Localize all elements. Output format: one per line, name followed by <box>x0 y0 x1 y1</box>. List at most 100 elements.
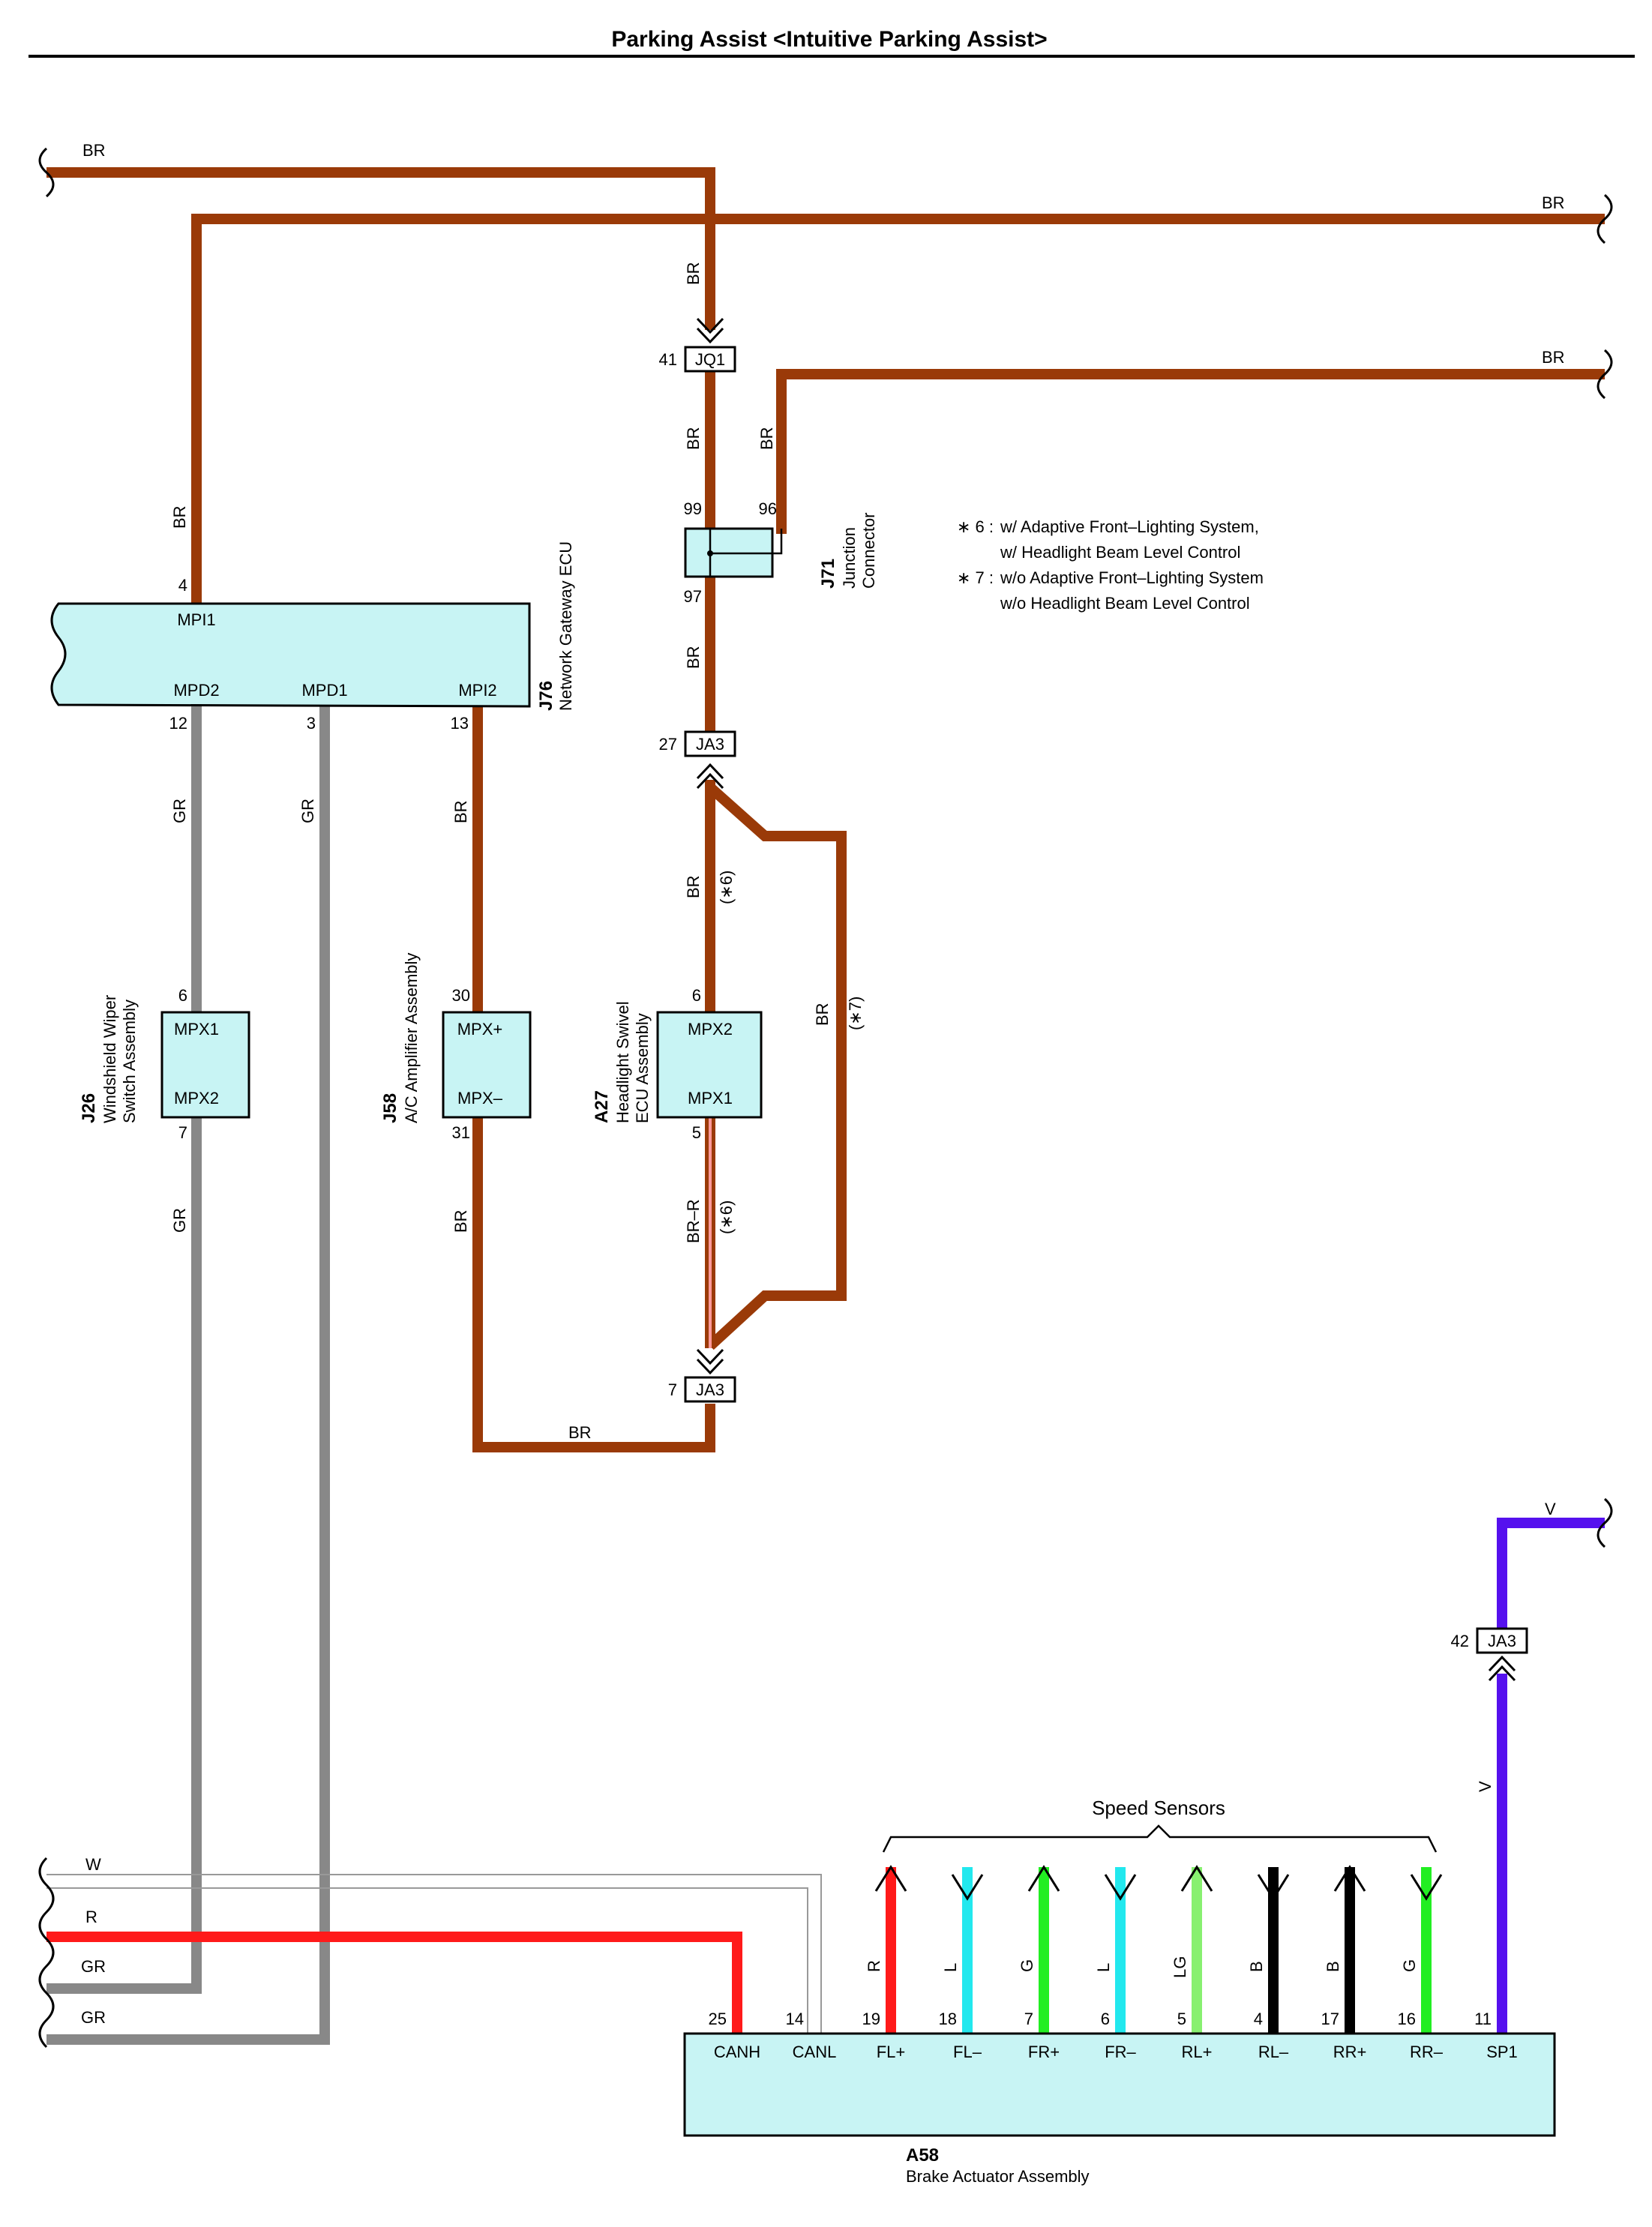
svg-text:GR: GR <box>298 799 317 823</box>
svg-text:BR: BR <box>757 427 776 450</box>
a58-pin-name: RR– <box>1410 2043 1444 2061</box>
arrow-down-icon <box>1257 1874 1290 1901</box>
svg-text:6: 6 <box>178 986 187 1005</box>
a58-pin-number: 6 <box>1101 2010 1110 2028</box>
note-7-mark: ∗ 7 : <box>957 568 994 587</box>
svg-text:MPX+: MPX+ <box>457 1020 503 1039</box>
a58-pin-number: 4 <box>1254 2010 1263 2028</box>
svg-text:J26: J26 <box>79 1093 99 1123</box>
network-gateway-ecu-j76: MPI1 MPD2 MPD1 MPI2 4 12 3 13 J76 Networ… <box>50 541 575 733</box>
svg-text:V: V <box>1545 1500 1556 1518</box>
svg-text:MPX–: MPX– <box>457 1089 503 1108</box>
speed-sensor-arrows <box>874 1865 1443 1901</box>
svg-text:JA3: JA3 <box>696 735 724 754</box>
svg-text:30: 30 <box>452 986 470 1005</box>
wire-r <box>46 1932 742 2034</box>
svg-text:BR: BR <box>1542 348 1565 367</box>
a58-pin-number: 14 <box>786 2010 804 2028</box>
svg-text:B: B <box>1324 1961 1342 1972</box>
svg-text:JA3: JA3 <box>696 1380 724 1399</box>
svg-text:13: 13 <box>451 714 469 733</box>
svg-text:42: 42 <box>1451 1632 1469 1650</box>
a58-pin-name: FR+ <box>1028 2043 1060 2061</box>
arrow-up-icon <box>1180 1865 1213 1892</box>
svg-text:G: G <box>1018 1959 1036 1972</box>
svg-text:LG: LG <box>1171 1956 1189 1978</box>
note-6-line1: w/ Adaptive Front–Lighting System, <box>1000 517 1259 536</box>
chevron-down-icon <box>696 1358 724 1375</box>
svg-text:7: 7 <box>178 1123 187 1142</box>
a58-pin-number: 18 <box>939 2010 957 2028</box>
a58-pin-name: CANL <box>793 2043 837 2061</box>
svg-text:BR: BR <box>813 1003 832 1026</box>
chevron-down-icon <box>696 327 724 344</box>
svg-text:BR: BR <box>1542 193 1565 212</box>
wire-v <box>1497 1518 1605 1636</box>
chevron-up-icon <box>1488 1665 1516 1682</box>
svg-text:J58: J58 <box>380 1093 400 1123</box>
svg-text:L: L <box>1094 1963 1113 1972</box>
chevron-down-icon <box>696 317 724 334</box>
svg-text:7: 7 <box>668 1380 677 1399</box>
svg-text:J76: J76 <box>536 681 556 711</box>
svg-text:R: R <box>865 1960 883 1972</box>
svg-text:Headlight Swivel: Headlight Swivel <box>613 1001 632 1123</box>
svg-text:MPX1: MPX1 <box>174 1020 219 1039</box>
svg-text:BR: BR <box>684 427 703 450</box>
svg-text:Junction: Junction <box>840 527 859 589</box>
wire-w <box>46 1874 822 2034</box>
svg-text:27: 27 <box>659 735 677 754</box>
connector-jq1: JQ1 41 <box>659 346 736 373</box>
a58-pin-name: RL– <box>1258 2043 1289 2061</box>
svg-text:MPI1: MPI1 <box>177 610 215 629</box>
page-title: Parking Assist <Intuitive Parking Assist… <box>611 27 1047 52</box>
svg-text:BR: BR <box>451 1209 470 1233</box>
chevron-up-icon <box>1488 1655 1516 1672</box>
svg-text:31: 31 <box>452 1123 470 1142</box>
svg-text:97: 97 <box>684 587 702 606</box>
svg-text:L: L <box>941 1963 960 1972</box>
connector-ja3-bottom: JA3 7 <box>668 1376 736 1403</box>
speed-sensor-wires <box>886 1867 1432 2034</box>
svg-text:MPX2: MPX2 <box>688 1020 733 1039</box>
svg-text:Connector: Connector <box>859 512 878 589</box>
a58-pin-number: 19 <box>862 2010 880 2028</box>
connector-ja3-top: JA3 27 <box>659 730 736 757</box>
a58-pin-name: FL+ <box>877 2043 906 2061</box>
svg-text:(∗6): (∗6) <box>717 871 736 904</box>
svg-text:J71: J71 <box>818 559 838 589</box>
a58-pin-number: 7 <box>1024 2010 1033 2028</box>
svg-text:41: 41 <box>659 350 677 369</box>
arrow-up-icon <box>1027 1865 1060 1892</box>
svg-text:GR: GR <box>81 2008 106 2027</box>
svg-text:12: 12 <box>169 714 187 733</box>
speed-sensors-brace <box>882 1824 1438 1853</box>
notes: ∗ 6 : w/ Adaptive Front–Lighting System,… <box>957 517 1264 613</box>
svg-text:A/C Amplifier Assembly: A/C Amplifier Assembly <box>402 953 421 1123</box>
ac-amplifier-j58: MPX+ MPX– 30 31 J58 A/C Amplifier Assemb… <box>380 953 532 1142</box>
chevron-down-icon <box>696 1348 724 1365</box>
svg-text:JA3: JA3 <box>1488 1632 1516 1650</box>
svg-text:Windshield Wiper: Windshield Wiper <box>100 995 119 1123</box>
svg-text:Brake Actuator Assembly: Brake Actuator Assembly <box>906 2167 1090 2186</box>
svg-text:GR: GR <box>170 799 189 823</box>
note-6-line2: w/ Headlight Beam Level Control <box>1000 543 1240 562</box>
svg-text:BR: BR <box>568 1423 592 1442</box>
speed-sensors-label: Speed Sensors <box>1092 1797 1225 1819</box>
svg-text:W: W <box>85 1855 101 1874</box>
windshield-wiper-switch-j26: MPX1 MPX2 6 7 J26 Windshield Wiper Switc… <box>79 986 250 1142</box>
a58-pin-name: FL– <box>953 2043 982 2061</box>
arrow-down-icon <box>951 1874 984 1901</box>
svg-text:A27: A27 <box>592 1090 612 1123</box>
connector-chevrons <box>696 317 1516 1682</box>
svg-text:BR: BR <box>82 141 106 160</box>
svg-text:R: R <box>85 1908 97 1926</box>
junction-connector-j71: 99 96 97 J71 Junction Connector <box>684 499 878 606</box>
a58-pin-number: 25 <box>709 2010 727 2028</box>
svg-text:99: 99 <box>684 499 702 518</box>
svg-text:GR: GR <box>81 1957 106 1976</box>
